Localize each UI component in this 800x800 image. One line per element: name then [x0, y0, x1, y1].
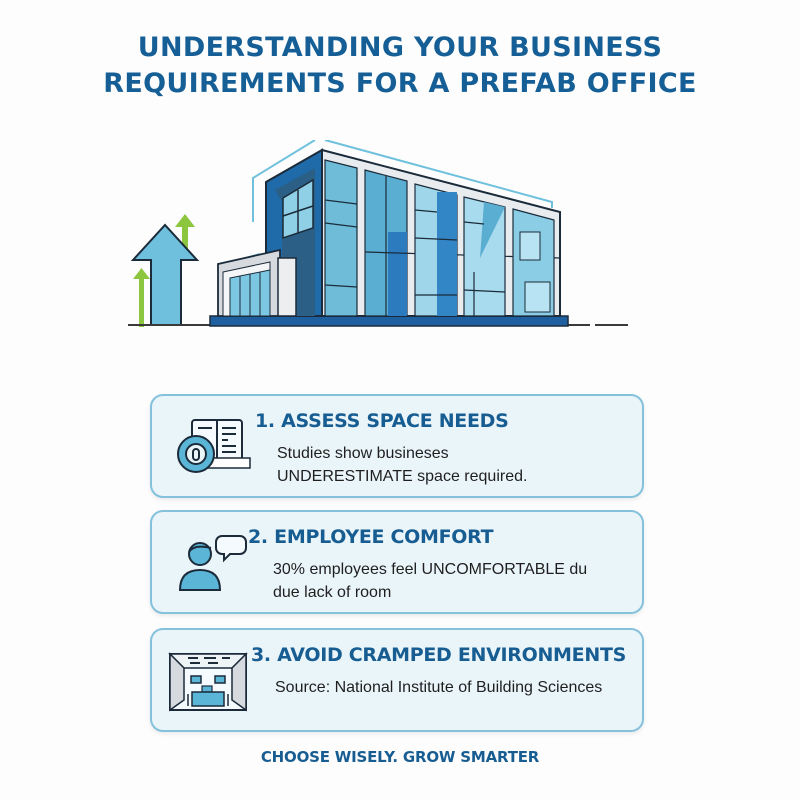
cramped-meeting-room-icon	[168, 652, 248, 712]
card-body-line-2: UNDERESTIMATE space required.	[277, 468, 528, 485]
card-employee-comfort: 2. EMPLOYEE COMFORT 30% employees feel U…	[150, 510, 644, 614]
tagline: CHOOSE WISELY. GROW SMARTER	[260, 748, 540, 766]
card-heading: 2. EMPLOYEE COMFORT	[248, 526, 494, 548]
card-body-line-1: Studies show busineses	[277, 445, 449, 462]
card-heading: 1. ASSESS SPACE NEEDS	[255, 410, 509, 432]
card-avoid-cramped-environments: 3. AVOID CRAMPED ENVIRONMENTS Source: Na…	[150, 628, 644, 732]
card-body-line-1: Source: National Institute of Building S…	[275, 679, 603, 696]
growth-arrows-icon	[130, 214, 200, 327]
page-title: UNDERSTANDING YOUR BUSINESS REQUIREMENTS…	[0, 30, 800, 102]
title-line-1: UNDERSTANDING YOUR BUSINESS	[137, 32, 663, 63]
card-heading: 3. AVOID CRAMPED ENVIRONMENTS	[251, 644, 626, 666]
title-line-2: REQUIREMENTS FOR A PREFAB OFFICE	[103, 68, 697, 99]
office-building-illustration	[128, 140, 628, 327]
person-speech-bubble-icon	[178, 535, 247, 591]
card-assess-space-needs: 1. ASSESS SPACE NEEDS Studies show busin…	[150, 394, 644, 498]
card-body-line-2: due lack of room	[273, 584, 392, 601]
tape-measure-blueprint-icon	[177, 419, 251, 473]
card-body-line-1: 30% employees feel UNCOMFORTABLE du	[273, 561, 588, 578]
